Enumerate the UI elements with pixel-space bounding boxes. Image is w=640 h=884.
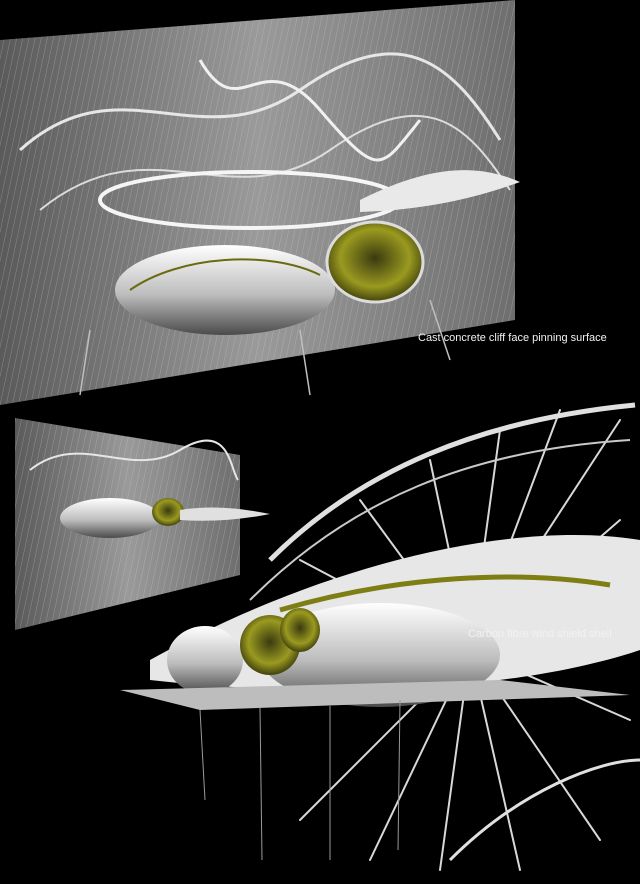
top-caption: Cast concrete cliff face pinning surface — [418, 332, 607, 344]
bottom-caption: Carbon fibre wind shield shell — [468, 628, 612, 640]
wind-shield-render — [120, 402, 640, 871]
cliff-face-panel-top — [0, 0, 520, 405]
cliff-face-panel-inset — [15, 418, 270, 630]
